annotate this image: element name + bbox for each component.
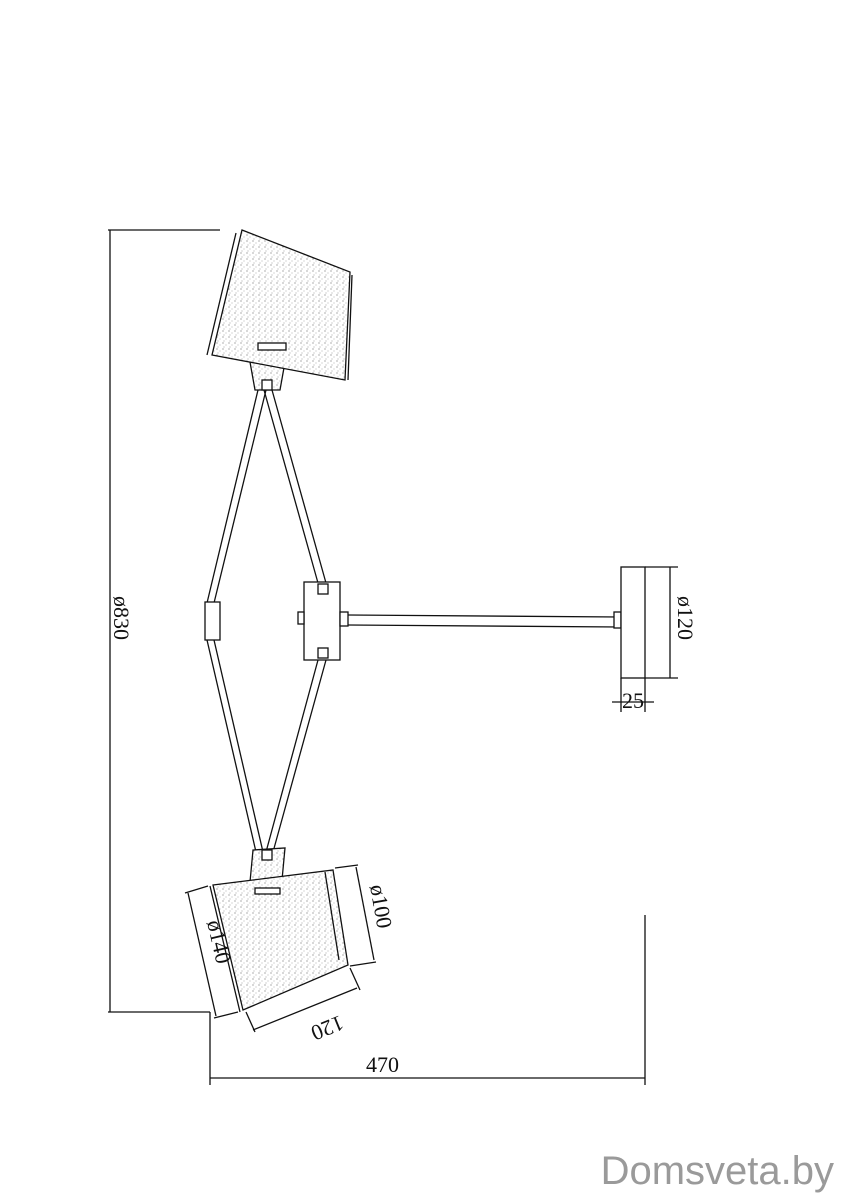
wall-plate-diameter-label: ø120 xyxy=(673,596,698,640)
watermark: Domsveta.by xyxy=(600,1149,834,1193)
hub xyxy=(297,581,622,661)
bottom-shade xyxy=(184,847,377,1033)
arms xyxy=(204,389,327,853)
shade-length-label: 120 xyxy=(308,1010,348,1046)
overall-dimensions xyxy=(108,229,646,1085)
height-dimension-label: ø830 xyxy=(109,596,134,640)
wall-plate xyxy=(612,566,678,712)
width-dimension-label: 470 xyxy=(366,1052,399,1077)
shade-small-diameter-label: ø100 xyxy=(365,883,397,931)
top-shade xyxy=(206,229,353,391)
wall-plate-depth-label: 25 xyxy=(622,688,644,713)
